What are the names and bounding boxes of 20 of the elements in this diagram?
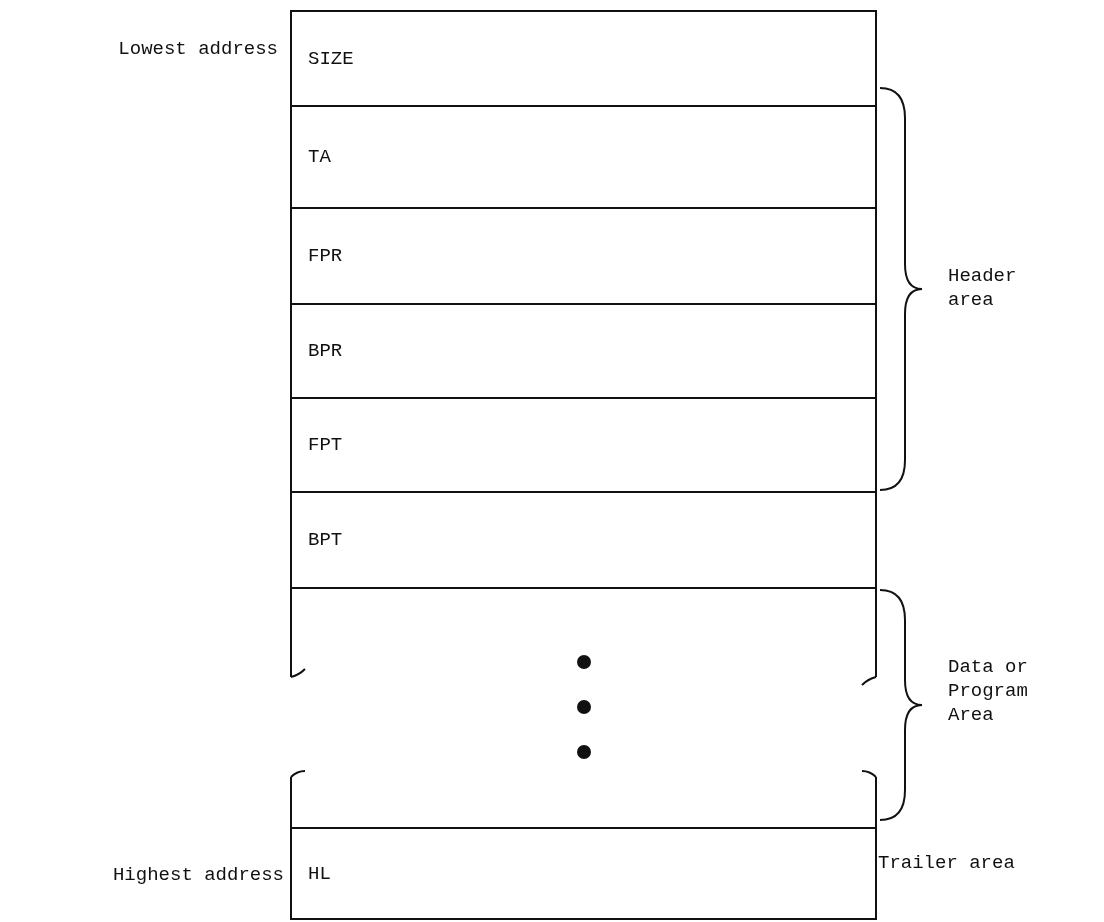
memory-field bbox=[290, 491, 877, 589]
area-label: Header area bbox=[948, 264, 1018, 312]
address-label: Trailer area bbox=[878, 852, 1015, 874]
field-name: BPR bbox=[308, 340, 343, 362]
field-name: HL bbox=[308, 862, 331, 885]
memory-field bbox=[290, 397, 877, 493]
address-label: Lowest address bbox=[118, 38, 278, 60]
memory-field bbox=[290, 827, 877, 920]
field-name: SIZE bbox=[308, 47, 354, 70]
memory-field bbox=[290, 303, 877, 399]
data-area-section bbox=[290, 587, 877, 829]
address-label: Highest address bbox=[112, 864, 284, 886]
field-name: FPR bbox=[308, 245, 343, 267]
field-name: BPT bbox=[308, 529, 343, 551]
memory-field bbox=[290, 105, 877, 209]
field-name: TA bbox=[308, 146, 331, 168]
memory-field bbox=[290, 207, 877, 305]
field-name: FPT bbox=[308, 434, 343, 456]
area-label: Data or Program Area bbox=[948, 655, 1029, 727]
memory-field bbox=[290, 10, 877, 107]
